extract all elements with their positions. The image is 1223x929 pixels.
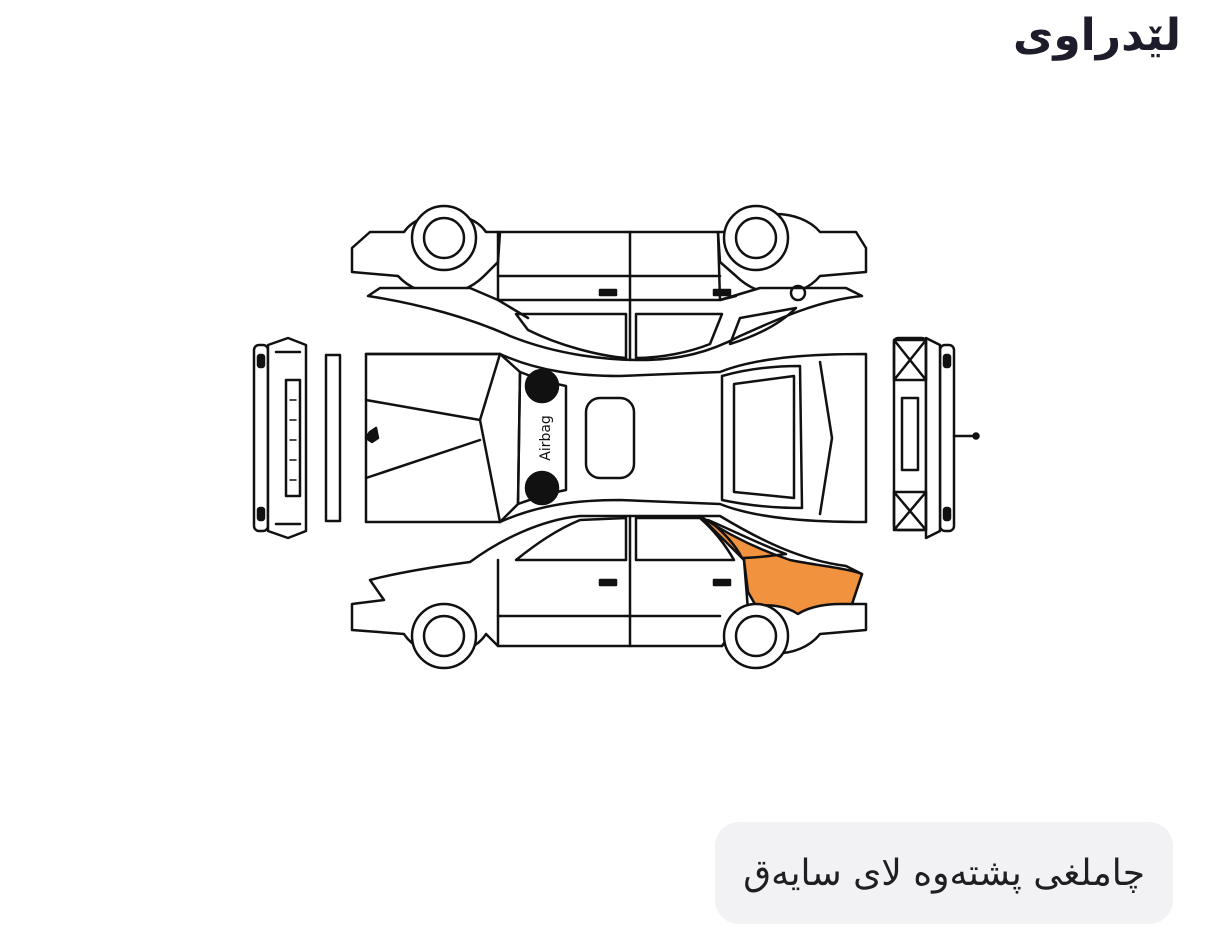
car-roof-view[interactable]: Airbag (364, 352, 868, 524)
damaged-part-label: چاملغی پشتەوە لای سایەق (743, 852, 1145, 894)
car-top-window-quarter (728, 306, 798, 346)
rear-tail-light-bottom (892, 490, 928, 532)
car-front-view[interactable] (252, 336, 342, 540)
rear-tail-light-top (892, 338, 928, 382)
car-top-lower-body (366, 286, 864, 362)
car-top-window-front (514, 312, 628, 360)
airbag-label: Airbag (538, 415, 554, 461)
rear-bumper (938, 343, 956, 533)
car-bottom-door-handle-2 (712, 578, 732, 587)
front-bumper (252, 343, 270, 533)
car-bottom-door-handle-1 (598, 578, 618, 587)
car-top-side-view[interactable] (350, 204, 868, 362)
car-damage-diagram: Airbag (240, 195, 990, 685)
rear-license-plate (900, 396, 920, 472)
car-top-wheel-front (410, 204, 478, 272)
front-license-plate (324, 353, 342, 523)
car-bottom-window-quarter (706, 518, 788, 560)
car-top-fuel-cap (789, 284, 807, 302)
airbag-marker-left (524, 368, 560, 404)
car-rear-view[interactable] (892, 336, 980, 540)
page-title: لێدراوی (1013, 10, 1181, 61)
car-top-window-rear (634, 312, 724, 360)
car-bottom-side-view[interactable] (350, 514, 868, 670)
hood-ornament (364, 426, 380, 444)
damaged-rear-quarter-panel[interactable] (698, 514, 864, 616)
car-top-door-line-1 (496, 230, 530, 320)
car-top-door-handle-2 (712, 288, 732, 297)
roof-rear-window (720, 364, 804, 510)
airbag-marker-right (524, 470, 560, 506)
damaged-part-chip[interactable]: چاملغی پشتەوە لای سایەق (715, 822, 1173, 924)
car-bottom-window-front (514, 516, 628, 562)
sunroof (584, 396, 636, 480)
rear-panel (892, 336, 928, 532)
car-bottom-window-rear (634, 516, 736, 562)
car-top-wheel-rear (722, 204, 790, 272)
hood-lines (364, 352, 502, 524)
car-bottom-wheel-front (410, 602, 478, 670)
car-bottom-wheel-rear (722, 602, 790, 670)
car-top-door-line-3 (716, 230, 738, 302)
car-top-door-handle-1 (598, 288, 618, 297)
